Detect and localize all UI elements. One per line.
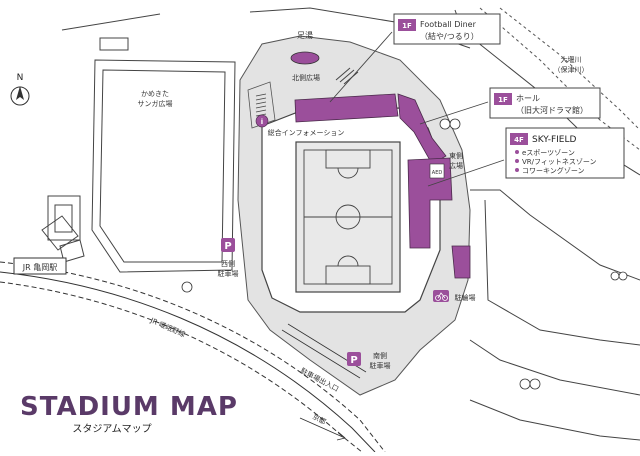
aed-text: AED: [432, 170, 443, 176]
sky-item-vr: VR/フィットネスゾーン: [522, 158, 597, 166]
label-jr-station: JR 亀岡駅: [22, 262, 57, 272]
leader-diner: [329, 31, 393, 103]
label-jr-line: JR 嵯峨野線: [148, 315, 187, 339]
callout-sky: 4F SKY-FIELD eスポーツゾーン VR/フィットネスゾーン コワーキン…: [505, 127, 625, 179]
building-station: [41, 215, 79, 251]
label-sanga: サンガ広場: [138, 99, 173, 108]
parking-icon-west: P: [221, 238, 235, 252]
kyoto-arrow-line: [299, 417, 346, 439]
bicycle-icon: [439, 118, 461, 130]
info-letter: i: [261, 118, 263, 126]
label-north-plaza: 北側広場: [292, 73, 320, 82]
floor-badge-diner-text: 1F: [402, 22, 412, 30]
info-circle: [255, 114, 269, 128]
leader-hall: [419, 101, 489, 125]
jr-station-box: [13, 257, 67, 275]
bicycle-box: [433, 290, 449, 302]
arc-top: [337, 167, 359, 179]
river-line-2: [499, 7, 640, 131]
label-kamekita: かめきた: [141, 90, 169, 98]
penalty-bottom: [325, 265, 371, 285]
bicycle-icon: [610, 271, 628, 281]
road-right-3: [484, 199, 640, 346]
floor-badge-sky: [510, 133, 528, 145]
map-subtitle: スタジアムマップ: [72, 423, 151, 435]
map-title: STADIUM MAP: [20, 392, 238, 422]
bullet-icon: [515, 150, 519, 154]
block-kamekita: [91, 59, 236, 273]
parking-west-letter: P: [224, 241, 231, 252]
bicycle-icon: [433, 290, 449, 302]
callout-diner-line1: Football Diner: [420, 20, 477, 29]
label-south-parking-1: 南側: [373, 351, 387, 360]
diner-area: [294, 93, 399, 123]
label-bike-parking: 駐輪場: [455, 293, 476, 302]
floor-badge-sky-text: 4F: [514, 136, 524, 144]
rail-dash-2: [0, 281, 363, 453]
callout-hall-line1: ホール: [516, 94, 540, 103]
bullet-icon: [515, 159, 519, 163]
leader-sky: [427, 159, 505, 187]
floor-badge-hall-text: 1F: [498, 96, 508, 104]
info-icon: i: [255, 114, 269, 128]
facility-areas: [294, 93, 471, 279]
block-kamekita-inner: [99, 69, 226, 263]
compass-needle: [16, 86, 24, 100]
sky-item-coworking: コワーキングゾーン: [522, 166, 585, 175]
aed-icon: AED: [429, 163, 445, 179]
stairs: [255, 93, 267, 117]
west-approach: [247, 81, 276, 129]
road-top-left: [61, 13, 161, 31]
jr-station-sign: JR 亀岡駅: [13, 257, 67, 275]
leader-lines: [329, 31, 505, 187]
parking-icon-south: P: [347, 352, 361, 366]
pitch-lines: [303, 149, 393, 285]
parking-south-box: [347, 352, 361, 366]
bicycle-icon: [181, 281, 193, 293]
ashiyu-icon: [290, 51, 320, 65]
label-west-parking-1: 西側: [221, 259, 235, 268]
label-river-2: （保津川）: [554, 65, 589, 74]
label-river-1: 大堰川: [561, 55, 582, 64]
parking-south-letter: P: [350, 355, 357, 366]
building-top: [99, 37, 129, 51]
compass-letter: N: [17, 73, 24, 83]
bicycle-icon: [519, 378, 541, 390]
floor-badge-diner: [398, 19, 416, 31]
building-left-inner: [54, 204, 73, 233]
center-circle: [335, 204, 361, 230]
callout-diner: 1F Football Diner （結や/つるり）: [393, 13, 501, 45]
label-info: 総合インフォメーション: [268, 128, 345, 137]
aed-box: [429, 163, 445, 179]
east-stand-area: [451, 245, 471, 279]
floor-badge-hall: [494, 93, 512, 105]
penalty-top: [325, 149, 371, 169]
parking-west-box: [221, 238, 235, 252]
road-right-5: [469, 399, 640, 441]
callout-hall: 1F ホール （旧大河ドラマ館）: [489, 87, 601, 119]
label-east-plaza-2: 広場: [449, 161, 463, 170]
sky-item-esports: eスポーツゾーン: [522, 149, 575, 157]
label-west-parking-2: 駐車場: [218, 269, 239, 278]
callout-hall-line2: （旧大河ドラマ館）: [516, 105, 588, 115]
building-station-2: [59, 239, 85, 263]
compass-icon: N: [10, 73, 30, 106]
label-east-plaza-1: 東側: [449, 151, 463, 160]
callout-diner-line2: （結や/つるり）: [420, 31, 479, 41]
road-right-4: [469, 339, 640, 396]
bullet-icon: [515, 168, 519, 172]
rail-solid: [0, 271, 376, 453]
arc-bottom: [337, 255, 359, 267]
sky-field-area: [407, 157, 453, 249]
exit-road-line-1: [281, 329, 361, 379]
kyoto-arrow-icon: [336, 431, 346, 441]
callout-sky-line1: SKY-FIELD: [532, 135, 577, 145]
label-ashiyu: 足湯: [297, 30, 313, 40]
road-right-2: [470, 189, 640, 281]
label-south-parking-2: 駐車場: [370, 361, 391, 370]
